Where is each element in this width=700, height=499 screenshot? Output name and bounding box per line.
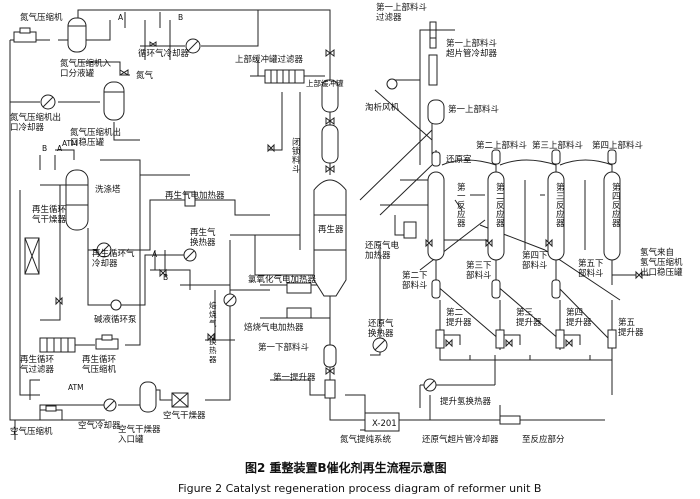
first-upper-hopper-symbol [427, 99, 445, 125]
label-nitrogen: 氮气 [136, 70, 154, 81]
label-first-upper-hopper-cooler: 第一上部料斗超片管冷却器 [446, 38, 498, 59]
label-b-3: B [163, 273, 168, 282]
label-elutriator-fan: 淘析风机 [365, 102, 400, 113]
reduction-heater-symbol [403, 221, 417, 239]
label-recycle-gas-cooler: 循环气冷却器 [138, 48, 190, 59]
label-atm-2: ATM [68, 383, 84, 392]
calcination-heater-symbol [286, 307, 312, 319]
first-upper-hopper-filter-symbol [429, 21, 437, 49]
air-dryer-inlet-drum-symbol [139, 381, 157, 413]
upper-buffer-filter-symbol [264, 69, 305, 84]
reactor-3-symbol [547, 171, 565, 261]
washing-tower-symbol [65, 169, 89, 231]
label-third-lift: 第三提升器 [516, 307, 542, 328]
label-fifth-lower-hopper: 第五下部料斗 [578, 258, 604, 279]
label-first-lower-hopper: 第一下部料斗 [258, 342, 310, 353]
label-regen-gas-exchanger: 再生气换热器 [190, 227, 216, 248]
label-oxychlor-heater: 氯氧化气电加热器 [248, 274, 317, 285]
label-first-upper-hopper: 第一上部料斗 [448, 104, 500, 115]
reduction-sh-cooler-symbol [499, 415, 521, 425]
label-second-lower-hopper: 第二下部料斗 [402, 270, 428, 291]
x201-box [364, 412, 400, 432]
first-lower-hopper-symbol [323, 344, 337, 368]
label-n2-purification: 氮气提纯系统 [340, 434, 392, 445]
label-regen-dryer: 再生循环气干燥器 [32, 204, 67, 225]
label-reactor-4: 第四反应器 [612, 182, 621, 229]
label-lock-hopper: 闭锁料斗 [292, 138, 301, 175]
label-n2-surge-drum: 氮气压缩机出口稳压罐 [70, 127, 121, 148]
label-b-2: B [42, 144, 47, 153]
label-air-compressor: 空气压缩机 [10, 426, 53, 437]
label-fourth-lower-hopper: 第四下部料斗 [522, 250, 548, 271]
regen-recycle-filter-symbol [39, 337, 76, 353]
upper-buffer-tank-symbol [321, 79, 339, 113]
label-air-dryer: 空气干燥器 [163, 410, 206, 421]
caustic-pump-symbol [110, 299, 122, 311]
n2-inlet-drum-symbol [67, 17, 87, 53]
label-upper-buffer-tank: 上部缓冲罐 [306, 78, 344, 88]
oxychlor-heater-symbol [286, 282, 312, 294]
label-h2-source: 氢气来自氢气压缩机出口稳压罐 [640, 247, 683, 278]
label-n2-outlet-cooler: 氮气压缩机出口冷却器 [10, 112, 61, 133]
label-reactor-2: 第二反应器 [496, 182, 505, 229]
label-n2-compressor: 氮气压缩机 [20, 12, 63, 23]
label-regenerator: 再生器 [318, 224, 344, 235]
first-lift-symbol [324, 379, 336, 399]
label-regen-recycle-compressor: 再生循环气压缩机 [82, 354, 117, 375]
reactor-4-symbol [603, 171, 621, 261]
label-reduction-heater: 还原气电加热器 [365, 240, 400, 261]
label-regen-electric-heater: 再生气电加热器 [165, 190, 225, 201]
lock-hopper-symbol [321, 124, 339, 164]
equipment [13, 17, 643, 432]
label-x201: X-201 [372, 419, 397, 429]
figure-caption-en: Figure 2 Catalyst regeneration process d… [178, 482, 541, 495]
first-upper-hopper-cooler-symbol [428, 54, 438, 86]
regenerator-symbol [313, 179, 347, 297]
label-third-upper-hopper: 第三上部料斗 [532, 140, 584, 151]
reactor-2-symbol [487, 171, 505, 261]
label-caustic-pump: 碱液循环泵 [94, 314, 137, 325]
label-reduction-zone: 还原室 [446, 154, 472, 165]
label-upper-buffer-filter: 上部缓冲罐过滤器 [235, 54, 304, 65]
label-air-cooler: 空气冷却器 [78, 420, 121, 431]
label-calcination-heater: 焙烧气电加热器 [244, 322, 304, 333]
label-second-lift: 第二提升器 [446, 307, 472, 328]
label-regen-recycle-filter: 再生循环气过滤器 [20, 354, 55, 375]
label-lift-h2-exchanger: 提升氢换热器 [440, 396, 492, 407]
label-atm-1: ATM [62, 139, 78, 148]
label-regen-recycle-cooler: 再生循环气冷却器 [92, 248, 135, 269]
label-a-2: A [57, 144, 63, 153]
label-first-lift: 第一提升器 [273, 372, 316, 383]
label-drying-exchanger: 焙烧气 换热器 [209, 300, 217, 364]
label-air-dryer-inlet: 空气干燥器入口罐 [118, 424, 161, 445]
label-fourth-upper-hopper: 第四上部料斗 [592, 140, 644, 151]
label-to-reaction: 至反应部分 [522, 434, 565, 445]
elutriator-fan-symbol [386, 78, 398, 90]
label-reduction-exchanger: 还原气换热器 [368, 318, 394, 339]
label-third-lower-hopper: 第三下部料斗 [466, 260, 492, 281]
label-reactor-1: 第一反应器 [457, 182, 466, 229]
label-fourth-lift: 第四提升器 [566, 307, 592, 328]
label-fifth-lift: 第五提升器 [618, 317, 644, 338]
label-washing-tower: 洗涤塔 [95, 184, 121, 195]
label-reactor-3: 第三反应器 [556, 182, 565, 229]
label-a-1: A [118, 13, 124, 22]
label-first-upper-hopper-filter: 第一上部料斗过滤器 [376, 2, 428, 23]
label-b-1: B [178, 13, 183, 22]
n2-surge-drum-symbol [103, 81, 125, 121]
reactor-1-symbol [427, 171, 445, 261]
label-n2-inlet-drum: 氮气压缩机入口分液罐 [60, 58, 112, 79]
label-reduction-sh-cooler: 还原气超片管冷却器 [422, 434, 499, 445]
label-a-3: A [152, 250, 158, 259]
valves [55, 41, 643, 375]
label-second-upper-hopper: 第二上部料斗 [476, 140, 528, 151]
regen-electric-heater-symbol [184, 191, 196, 207]
figure-caption-zh: 图2 重整装置B催化剂再生流程示意图 [245, 460, 447, 475]
equipment-labels: 氮气压缩机 氮气压缩机入口分液罐 氮气 氮气压缩机出口冷却器 氮气压缩机出口稳压… [10, 2, 683, 445]
